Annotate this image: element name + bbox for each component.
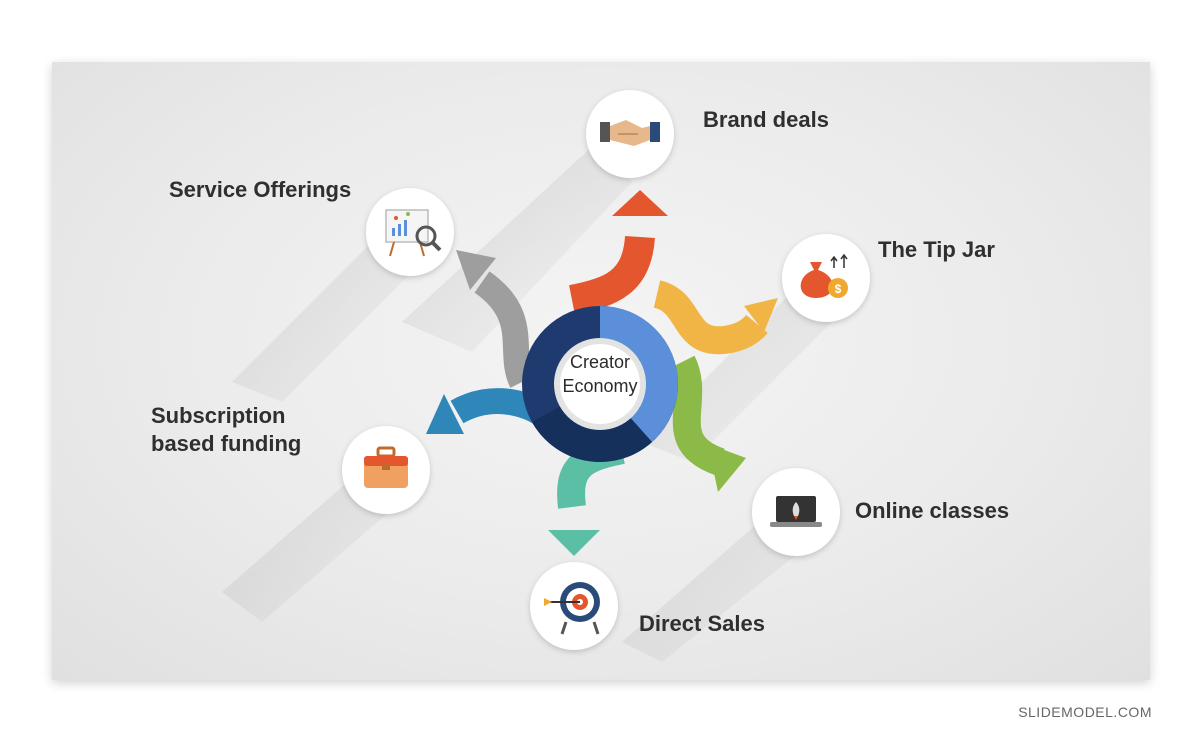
briefcase-icon (364, 446, 408, 488)
watermark: SLIDEMODEL.COM (1018, 704, 1152, 720)
node-service-offerings (366, 188, 454, 276)
creator-economy-diagram: Creator Economy $ (222, 90, 870, 662)
presentation-board-icon (385, 209, 442, 257)
node-online-classes (752, 468, 840, 556)
center-label-line1: Creator (570, 352, 630, 372)
arrow-tip-jar (652, 280, 778, 355)
arrow-online-classes (669, 355, 746, 492)
target-icon (544, 582, 600, 635)
label-subscription-line2: based funding (151, 431, 302, 456)
node-tip-jar: $ (782, 234, 870, 322)
money-bag-icon: $ (800, 253, 848, 298)
label-tip-jar: The Tip Jar (878, 237, 995, 262)
center-label-line2: Economy (562, 376, 637, 396)
node-direct-sales (530, 562, 618, 650)
center-ring: Creator Economy (522, 306, 678, 462)
label-subscription: Subscription based funding (151, 402, 301, 458)
arrow-brand-deals (568, 190, 668, 315)
slide: Creator Economy $ (52, 62, 1150, 680)
arrow-service-offerings (456, 250, 535, 388)
node-subscription (342, 426, 430, 514)
label-direct-sales: Direct Sales (639, 611, 765, 636)
svg-text:$: $ (835, 282, 842, 296)
laptop-rocket-icon (770, 496, 822, 527)
label-online-classes: Online classes (855, 498, 1010, 523)
label-subscription-line1: Subscription (151, 403, 286, 428)
handshake-icon (600, 120, 660, 146)
arrow-direct-sales (548, 436, 625, 556)
label-service-offerings: Service Offerings (169, 177, 352, 202)
node-brand-deals (586, 90, 674, 178)
label-brand-deals: Brand deals (703, 107, 829, 132)
